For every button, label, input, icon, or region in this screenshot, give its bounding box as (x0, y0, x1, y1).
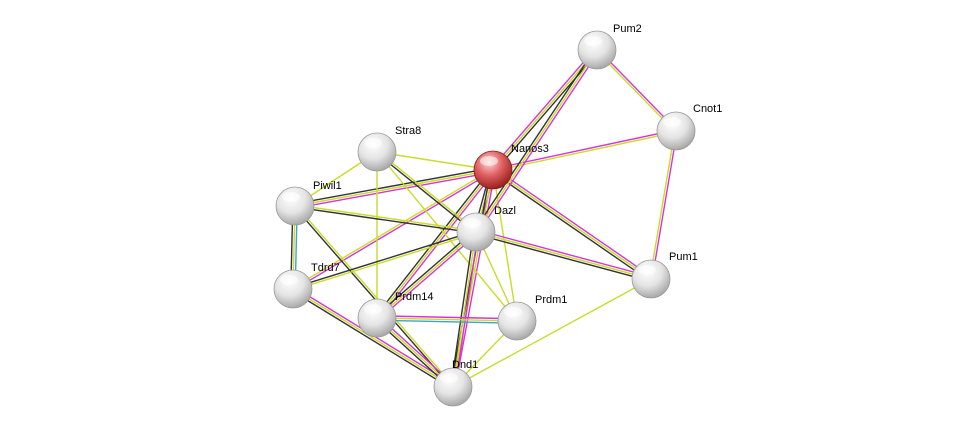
node-highlight (504, 307, 522, 317)
node-highlight (282, 192, 300, 202)
edge-line-blue (376, 319, 517, 324)
edge-line-pink (493, 167, 653, 278)
node-highlight (280, 275, 298, 285)
edge-nanos3-prdm1 (492, 169, 518, 322)
edge-line-yellow (292, 168, 493, 289)
edge-line-black (294, 206, 476, 234)
edge-line-yellow (295, 204, 455, 387)
edge-dazl-pum1 (475, 229, 652, 282)
edge-line-pink (295, 171, 494, 209)
node-label-stra8: Stra8 (395, 125, 421, 137)
edge-line-pink (377, 315, 518, 320)
node-label-piwil1: Piwil1 (313, 180, 342, 192)
edge-line-pink (492, 129, 676, 170)
edge-line-yellow (492, 49, 598, 171)
edge-nanos3-tdrd7 (292, 168, 494, 291)
edge-line-black (291, 290, 453, 390)
edge-nanos3-pum2 (490, 48, 600, 172)
node-piwil1[interactable]: Piwil1 (275, 180, 342, 226)
edge-line-yellow (292, 288, 454, 388)
edge-line-black (292, 230, 476, 289)
node-pum2[interactable]: Pum2 (577, 23, 642, 70)
edge-line-pink (377, 233, 478, 321)
edge-line-yellow (492, 169, 652, 280)
edge-dazl-prdm14 (375, 229, 478, 321)
edge-line-pink (293, 170, 494, 291)
node-tdrd7[interactable]: Tdrd7 (273, 262, 340, 309)
edge-line-yellow (376, 151, 518, 322)
node-label-pum1: Pum1 (669, 251, 698, 263)
edge-line-black (294, 167, 493, 205)
edge-line-pink (476, 229, 652, 278)
edge-nanos3-pum1 (491, 167, 653, 282)
node-highlight (364, 138, 382, 148)
edge-line-black (374, 168, 492, 318)
node-label-tdrd7: Tdrd7 (311, 262, 340, 274)
node-highlight (440, 373, 458, 383)
node-label-nanos3: Nanos3 (511, 143, 549, 155)
node-highlight (480, 156, 498, 166)
edge-line-black (375, 152, 476, 234)
edge-line-yellow (475, 231, 652, 280)
node-label-prdm1: Prdm1 (535, 294, 567, 306)
edge-cnot1-pum1 (649, 130, 678, 280)
edge-line-yellow (376, 317, 518, 322)
edge-piwil1-dazl (294, 204, 477, 234)
edge-stra8-dazl (375, 150, 478, 234)
edge-nanos3-stra8 (376, 151, 494, 171)
edge-line-pink (454, 232, 479, 388)
edge-nanos3-piwil1 (294, 167, 494, 209)
edge-line-black (450, 231, 475, 387)
edge-line-black (375, 229, 476, 317)
node-label-dnd1: Dnd1 (452, 359, 478, 371)
node-pum1[interactable]: Pum1 (631, 251, 698, 299)
edge-line-pink (651, 131, 678, 280)
edge-line-yellow (492, 169, 518, 322)
edge-line-black (494, 50, 600, 172)
node-label-pum2: Pum2 (613, 23, 642, 35)
node-label-dazl: Dazl (494, 205, 516, 217)
edge-dazl-tdrd7 (292, 230, 477, 291)
edge-stra8-prdm1 (376, 151, 518, 322)
edge-line-black (473, 48, 596, 232)
edge-line-yellow (376, 151, 494, 171)
edge-line-yellow (452, 231, 477, 388)
edge-line-pink (477, 50, 600, 234)
edge-line-yellow (475, 49, 598, 233)
node-label-prdm14: Prdm14 (395, 291, 434, 303)
node-dnd1[interactable]: Dnd1 (433, 359, 478, 407)
edge-line-yellow (293, 232, 477, 291)
node-label-cnot1: Cnot1 (693, 103, 722, 115)
node-prdm14[interactable]: Prdm14 (357, 291, 434, 338)
node-cnot1[interactable]: Cnot1 (656, 103, 722, 151)
node-highlight (638, 265, 656, 275)
node-highlight (584, 36, 602, 46)
edge-line-yellow (452, 278, 652, 388)
node-highlight (364, 304, 382, 314)
edge-line-yellow (295, 204, 477, 232)
edge-line-yellow (452, 169, 494, 388)
edge-line-pink (490, 48, 596, 170)
edge-line-black (491, 171, 651, 282)
node-highlight (663, 117, 681, 127)
node-prdm1[interactable]: Prdm1 (497, 294, 567, 341)
edge-line-yellow (376, 231, 477, 319)
node-nanos3[interactable]: Nanos3 (473, 143, 549, 190)
edge-line-yellow (377, 150, 478, 232)
edge-pum2-dazl (473, 48, 600, 234)
edge-line-pink (454, 170, 496, 388)
edge-line-black (475, 233, 651, 282)
edge-pum1-dnd1 (452, 278, 652, 388)
node-highlight (463, 218, 481, 228)
node-stra8[interactable]: Stra8 (357, 125, 421, 172)
edge-line-yellow (294, 169, 494, 207)
node-dazl[interactable]: Dazl (456, 205, 516, 252)
edge-line-black (293, 206, 453, 389)
edge-line-yellow (649, 130, 676, 279)
edge-prdm14-prdm1 (376, 315, 518, 324)
edge-dazl-dnd1 (450, 231, 479, 388)
edge-piwil1-dnd1 (293, 204, 455, 389)
